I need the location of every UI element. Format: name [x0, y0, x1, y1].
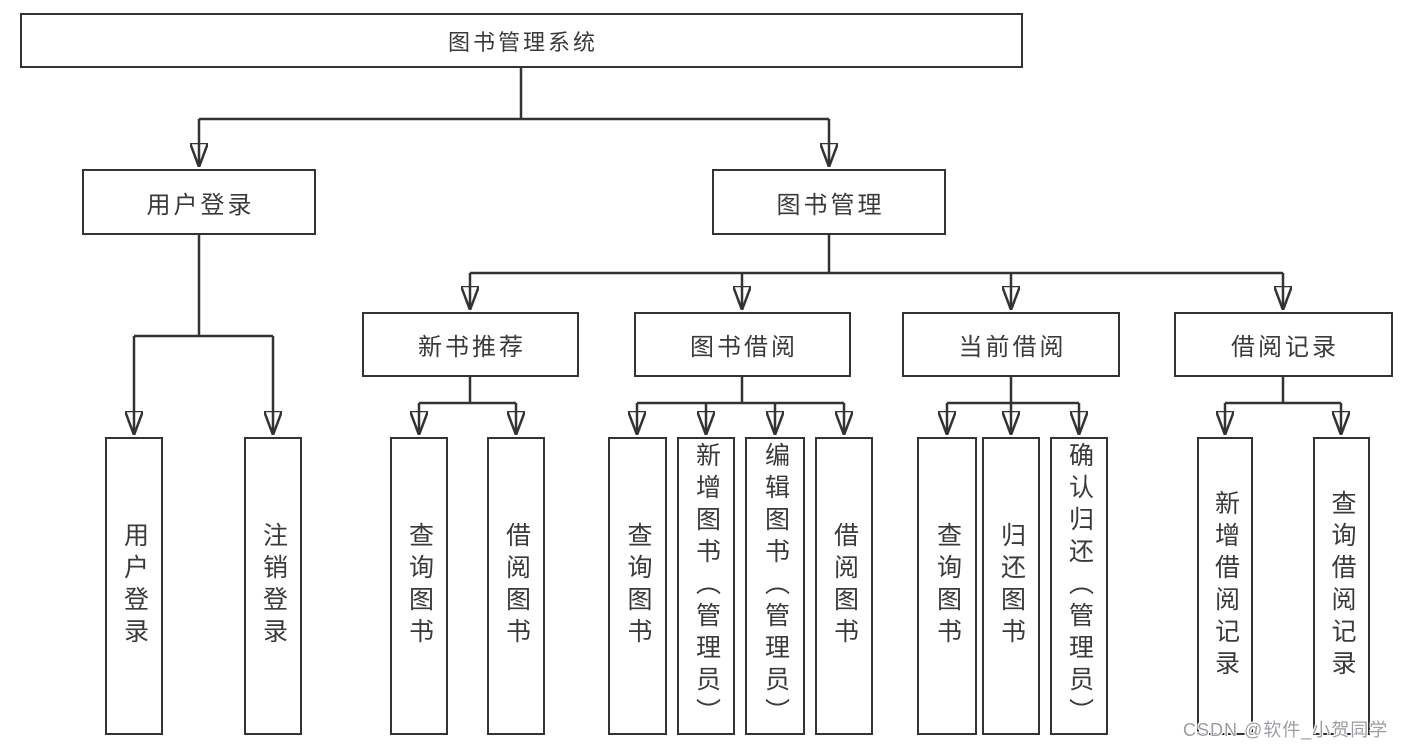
leaf-logout-label: 注销登录	[259, 522, 288, 650]
leaf-borrow-books-1-label: 借阅图书	[502, 522, 531, 650]
leaf-add-borrow-record-label: 新增借阅记录	[1211, 490, 1240, 682]
node-new-book-recommendation: 新书推荐	[362, 312, 579, 377]
leaf-logout: 注销登录	[244, 437, 302, 735]
node-book-management: 图书管理	[712, 169, 946, 235]
leaf-user-login: 用户登录	[105, 437, 163, 735]
leaf-borrow-books-2-label: 借阅图书	[830, 522, 859, 650]
leaf-add-borrow-record: 新增借阅记录	[1197, 437, 1253, 735]
node-library-management-system: 图书管理系统	[20, 13, 1023, 68]
node-book-borrowing: 图书借阅	[634, 312, 851, 377]
connector-new-books-to-leaves	[419, 377, 516, 434]
leaf-edit-books-admin: 编辑图书（管理员）	[745, 437, 805, 735]
leaf-query-borrow-record-label: 查询借阅记录	[1328, 490, 1356, 682]
leaf-query-books-2: 查询图书	[608, 437, 667, 735]
leaf-return-books-label: 归还图书	[997, 522, 1026, 650]
leaf-confirm-return-admin-label: 确认归还（管理员）	[1065, 442, 1094, 730]
leaf-confirm-return-admin: 确认归还（管理员）	[1050, 437, 1108, 735]
leaf-query-books-2-label: 查询图书	[624, 522, 652, 650]
node-current-borrowing: 当前借阅	[902, 312, 1120, 377]
leaf-return-books: 归还图书	[982, 437, 1040, 735]
connector-book-management-to-level3	[470, 235, 1283, 309]
csdn-watermark: CSDN @软件_小贺同学	[1183, 720, 1389, 740]
leaf-add-books-admin-label: 新增图书（管理员）	[692, 442, 721, 730]
leaf-add-books-admin: 新增图书（管理员）	[677, 437, 735, 735]
node-user-login: 用户登录	[82, 169, 316, 235]
connector-borrowing-records-to-leaves	[1225, 377, 1341, 434]
leaf-query-books-1: 查询图书	[390, 437, 448, 735]
leaf-user-login-label: 用户登录	[120, 522, 149, 650]
connector-root-to-level2	[199, 68, 829, 166]
leaf-query-books-1-label: 查询图书	[405, 522, 434, 650]
leaf-query-books-3: 查询图书	[917, 437, 977, 735]
connector-user-login-to-leaves	[134, 235, 273, 434]
leaf-borrow-books-2: 借阅图书	[815, 437, 873, 735]
leaf-query-books-3-label: 查询图书	[933, 522, 962, 650]
connector-book-borrowing-to-leaves	[637, 377, 844, 434]
leaf-query-borrow-record: 查询借阅记录	[1313, 437, 1370, 735]
connector-current-borrowing-to-leaves	[947, 377, 1079, 434]
leaf-edit-books-admin-label: 编辑图书（管理员）	[761, 442, 790, 730]
node-borrowing-records: 借阅记录	[1174, 312, 1393, 377]
leaf-borrow-books-1: 借阅图书	[487, 437, 545, 735]
